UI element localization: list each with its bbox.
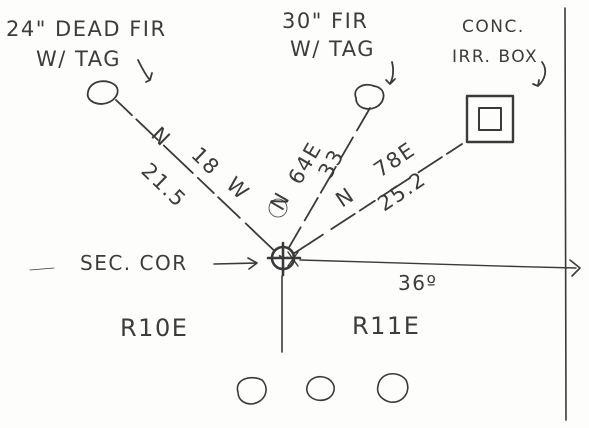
stone-icon-3 [376, 373, 409, 403]
dead-fir-distance: 21.5 [137, 158, 192, 212]
line-to-dead-fir [115, 99, 283, 259]
dead-fir-label-line1: 24" DEAD FIR [6, 17, 167, 41]
stone-icon-2 [306, 375, 335, 402]
dead-fir-bearing-deg: 18 [187, 142, 225, 180]
section-corner-x [287, 251, 299, 267]
fir-label-line1: 30" FIR [282, 9, 368, 33]
dead-fir-arrow [137, 59, 153, 83]
sec-cor-arrow-icon [213, 257, 258, 270]
range-east-label: R11E [352, 312, 420, 340]
section-corner-cross [266, 241, 302, 277]
line-to-fir [283, 107, 371, 257]
concrete-box-inner-icon [478, 107, 502, 131]
fir-arrow [385, 61, 396, 85]
dead-fir-tree-icon [86, 80, 119, 105]
box-label-line2: IRR. BOX [452, 47, 538, 67]
dead-fir-bearing-n: N [147, 122, 176, 151]
fir-label-line2: W/ TAG [290, 37, 375, 61]
line-to-box [286, 143, 463, 259]
page-border-line [564, 7, 567, 421]
east-line [299, 259, 577, 269]
section-corner-label: SEC. COR [80, 251, 188, 275]
stone-icon-1 [236, 376, 267, 405]
dead-fir-label-line2: W/ TAG [36, 47, 121, 71]
fir-tree-icon [354, 83, 385, 110]
faint-circle [268, 198, 288, 218]
range-west-label: R10E [120, 314, 188, 342]
fir-bearing-n: N [266, 188, 295, 215]
faint-dash [29, 267, 55, 271]
concrete-box-outer-icon [465, 94, 515, 144]
east-arrow-icon [569, 259, 581, 277]
box-bearing-n: N [331, 183, 359, 213]
dead-fir-bearing-w: W [222, 172, 255, 205]
box-label-line1: CONC. [462, 17, 525, 37]
east-bearing-label: 36º [398, 271, 437, 295]
box-arrow [532, 61, 547, 87]
